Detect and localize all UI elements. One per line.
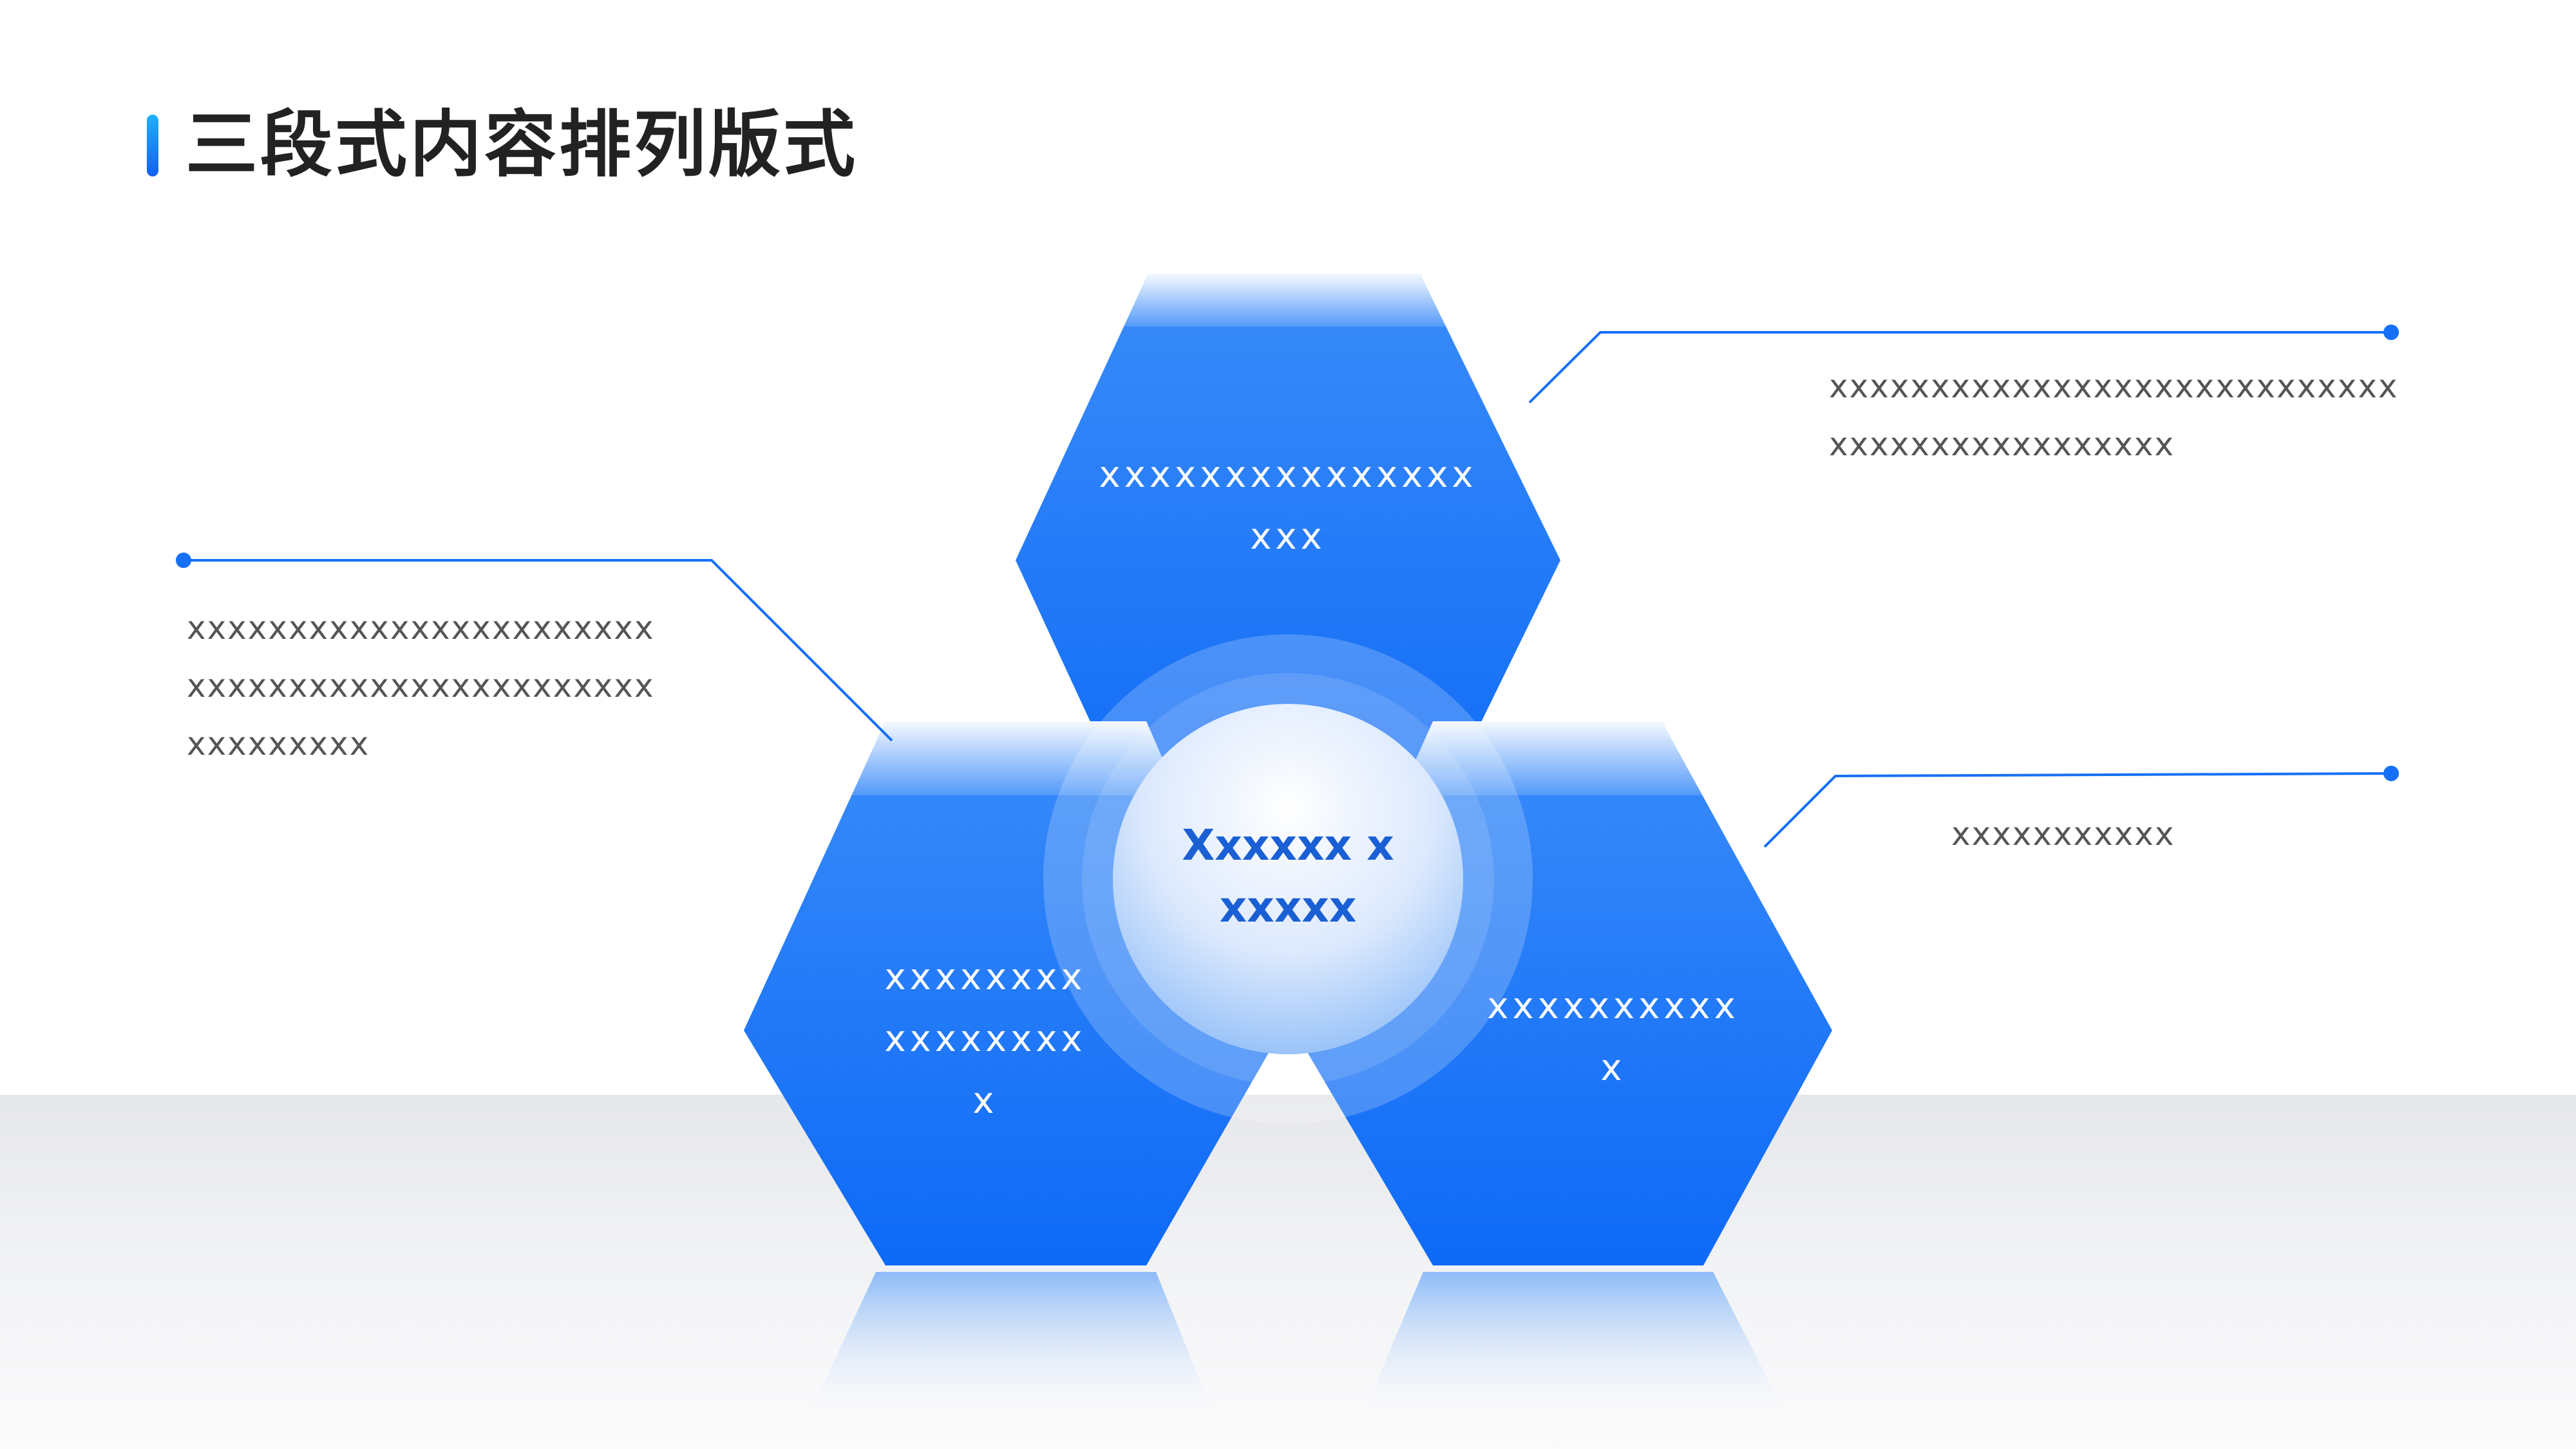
page-title: 三段式内容排列版式: [185, 103, 858, 187]
hexagon-bottom-left-label: xxxxxxxxxxxxxxxxx: [884, 956, 1086, 1122]
title-accent-bar: [147, 115, 158, 176]
hexagon-bottom-right-label: xxxxxxxxxxx: [1487, 985, 1739, 1089]
floor-backdrop: [0, 1095, 2576, 1449]
callout-left-text: xxxxxxxxxxxxxxxxxxxxxxxxxxxxxxxxxxxxxxxx…: [187, 609, 655, 762]
center-ball: [1113, 704, 1463, 1054]
connector-bottom-right: [1763, 766, 2399, 848]
connector-top-right: [1528, 325, 2399, 404]
callout-top-right-text: xxxxxxxxxxxxxxxxxxxxxxxxxxxxxxxxxxxxxxxx…: [1829, 368, 2399, 463]
callout-bottom-right-text: xxxxxxxxxxx: [1951, 815, 2175, 853]
hexagon-top-label: xxxxxxxxxxxxxxxxxx: [1099, 454, 1477, 558]
hexagon-reflection-left: [805, 1272, 1217, 1423]
hexagon-reflection-right: [1359, 1272, 1790, 1423]
connector-left: [176, 553, 893, 742]
center-label: Xxxxxx xxxxxx: [1182, 820, 1394, 932]
